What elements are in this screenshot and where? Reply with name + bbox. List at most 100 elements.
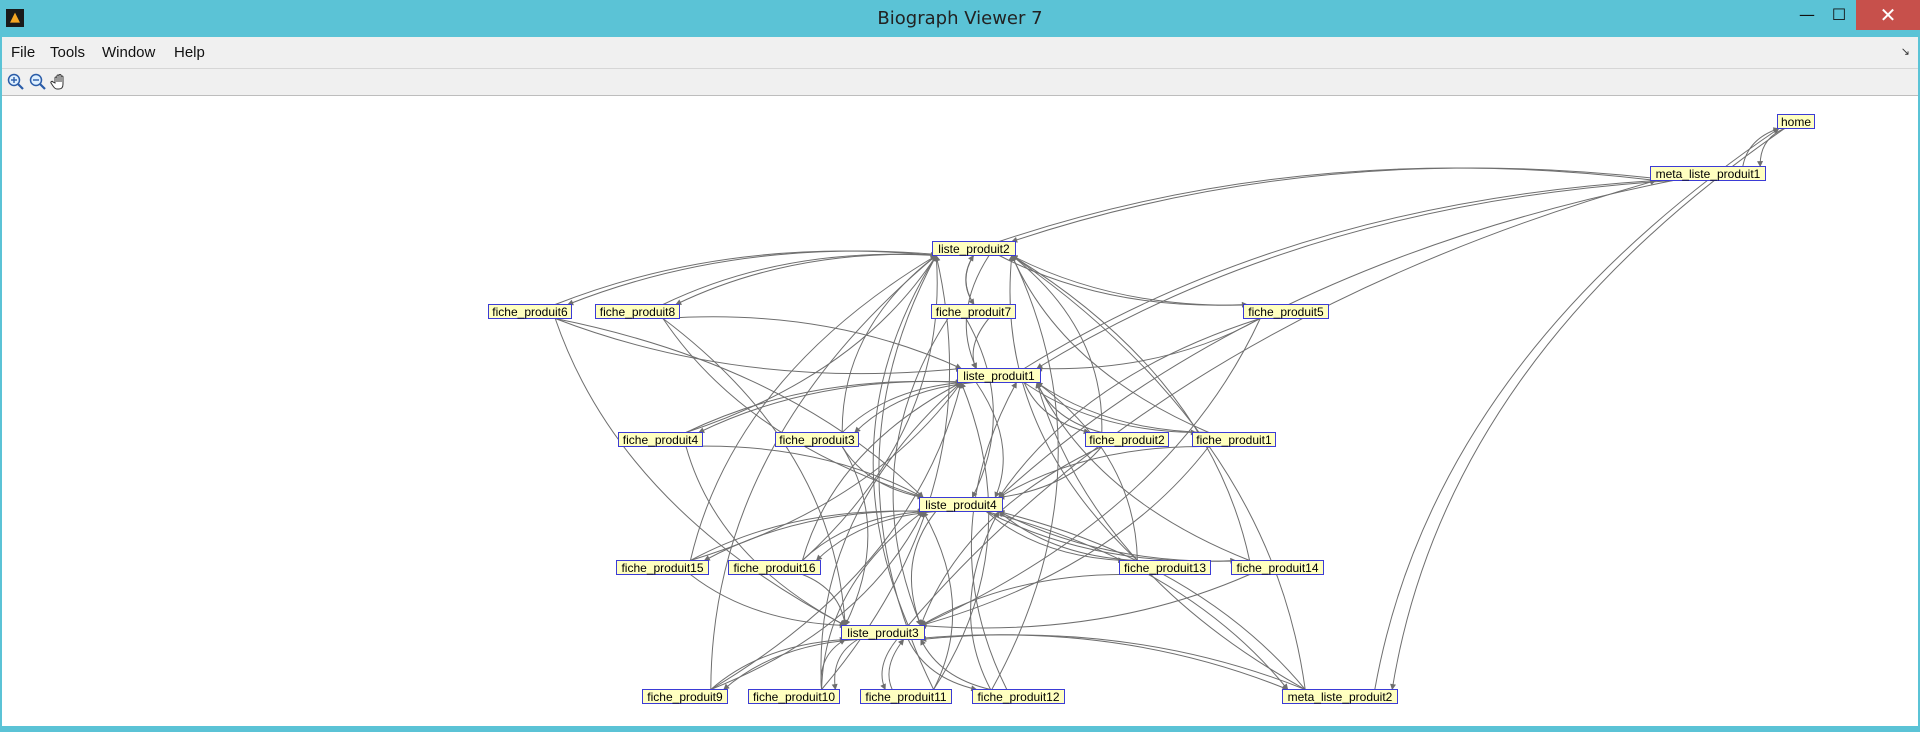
maximize-icon[interactable]: ☐ [1831, 5, 1847, 24]
graph-edge [841, 379, 962, 433]
graph-node-home[interactable]: home [1777, 114, 1815, 129]
menu-file[interactable]: File [11, 44, 36, 61]
graph-edge [892, 318, 949, 627]
graph-edge [662, 316, 962, 369]
graph-edge [1036, 382, 1138, 561]
graph-edge [685, 446, 846, 626]
graph-edge [920, 638, 991, 690]
graph-node-fiche-produit12[interactable]: fiche_produit12 [972, 689, 1065, 704]
graph-edge [907, 639, 978, 692]
graph-edge [1390, 128, 1785, 691]
graph-node-fiche-produit4[interactable]: fiche_produit4 [618, 432, 703, 447]
graph-edge [831, 639, 859, 691]
graph-edge [919, 446, 1103, 627]
graph-node-fiche-produit14[interactable]: fiche_produit14 [1231, 560, 1324, 575]
graph-edge [1011, 255, 1251, 561]
graph-node-fiche-produit7[interactable]: fiche_produit7 [931, 304, 1016, 319]
title-bar: ▲ Biograph Viewer 7 — ☐ ✕ [0, 0, 1920, 37]
graph-node-fiche-produit15[interactable]: fiche_produit15 [616, 560, 709, 575]
graph-edge [710, 636, 846, 690]
graph-edge [689, 255, 937, 561]
graph-edge [1757, 128, 1785, 168]
graph-edge [1008, 254, 1138, 561]
graph-node-meta-liste-produit1[interactable]: meta_liste_produit1 [1650, 166, 1766, 181]
dock-arrow-icon[interactable]: ↘ [1900, 46, 1910, 58]
graph-edge [698, 380, 974, 433]
graph-edge [998, 509, 1306, 690]
graph-node-fiche-produit5[interactable]: fiche_produit5 [1243, 304, 1329, 319]
graph-node-fiche-produit10[interactable]: fiche_produit10 [748, 689, 840, 704]
graph-node-meta-liste-produit2[interactable]: meta_liste_produit2 [1282, 689, 1398, 704]
graph-edge [920, 574, 1250, 629]
close-icon[interactable]: ✕ [1856, 0, 1920, 30]
graph-edge [872, 254, 937, 626]
graph-edge [1011, 255, 1261, 306]
graph-edge [965, 254, 975, 305]
minimize-icon[interactable]: — [1799, 5, 1815, 24]
graph-edge [820, 382, 962, 690]
graph-edge [907, 179, 1657, 626]
graph-edge [1036, 381, 1250, 561]
menu-help[interactable]: Help [174, 44, 205, 61]
graph-node-liste-produit3[interactable]: liste_produit3 [841, 625, 925, 640]
graph-node-fiche-produit1[interactable]: fiche_produit1 [1192, 432, 1276, 447]
graph-edge [710, 255, 937, 690]
graph-edge [998, 511, 1138, 561]
graph-edge [970, 381, 1017, 690]
graph-edge [554, 318, 846, 626]
graph-edge [723, 639, 858, 690]
graph-edges [554, 127, 1785, 692]
graph-edge [920, 634, 1306, 690]
graph-node-fiche-produit3[interactable]: fiche_produit3 [775, 432, 859, 447]
graph-edge [841, 446, 869, 627]
graph-edge [1036, 180, 1674, 369]
graph-edge [920, 446, 1210, 627]
graph-node-fiche-produit16[interactable]: fiche_produit16 [728, 560, 821, 575]
graph-edge [690, 574, 846, 629]
zoom-out-icon[interactable] [28, 72, 48, 92]
menu-bar: File Tools Window Help ↘ [2, 37, 1918, 69]
graph-edge [1011, 254, 1209, 433]
graph-edge [1035, 381, 1306, 690]
graph-edge [1023, 177, 1657, 369]
graph-edge [662, 252, 937, 305]
graph-edge [1011, 255, 1306, 690]
graph-node-liste-produit1[interactable]: liste_produit1 [957, 368, 1041, 383]
graph-edge [710, 381, 963, 690]
graph-node-liste-produit4[interactable]: liste_produit4 [919, 497, 1003, 512]
graph-edge [690, 382, 962, 561]
graph-edge [555, 250, 937, 305]
graph-edge [998, 318, 1261, 498]
menu-window[interactable]: Window [102, 44, 156, 61]
graph-edge [1036, 318, 1261, 372]
graph-edge [999, 167, 1657, 242]
graph-edge [662, 318, 848, 627]
graph-node-fiche-produit8[interactable]: fiche_produit8 [595, 304, 680, 319]
graph-edge [975, 382, 1004, 499]
graph-node-fiche-produit6[interactable]: fiche_produit6 [488, 304, 572, 319]
matlab-icon[interactable]: ▲ [6, 9, 24, 27]
graph-edge [922, 510, 954, 690]
graph-edge [998, 511, 1250, 562]
graph-node-fiche-produit13[interactable]: fiche_produit13 [1119, 560, 1211, 575]
graph-edge [802, 508, 924, 561]
graph-edge [555, 318, 962, 375]
graph-node-fiche-produit9[interactable]: fiche_produit9 [642, 689, 728, 704]
graph-edge [710, 510, 924, 690]
zoom-in-icon[interactable] [6, 72, 26, 92]
graph-edge [802, 574, 848, 627]
graph-edge [998, 445, 1209, 498]
graph-node-liste-produit2[interactable]: liste_produit2 [932, 241, 1016, 256]
graph-edge [910, 511, 937, 627]
graph-edge [920, 573, 1138, 626]
pan-hand-icon[interactable] [50, 72, 70, 92]
graph-edge [1011, 167, 1674, 243]
toolbar [2, 69, 1918, 96]
menu-tools[interactable]: Tools [50, 44, 86, 61]
graph-node-fiche-produit2[interactable]: fiche_produit2 [1085, 432, 1169, 447]
graph-node-fiche-produit11[interactable]: fiche_produit11 [860, 689, 952, 704]
graph-edge [880, 639, 898, 691]
graph-edge [821, 511, 924, 690]
graph-edge [986, 511, 1289, 690]
